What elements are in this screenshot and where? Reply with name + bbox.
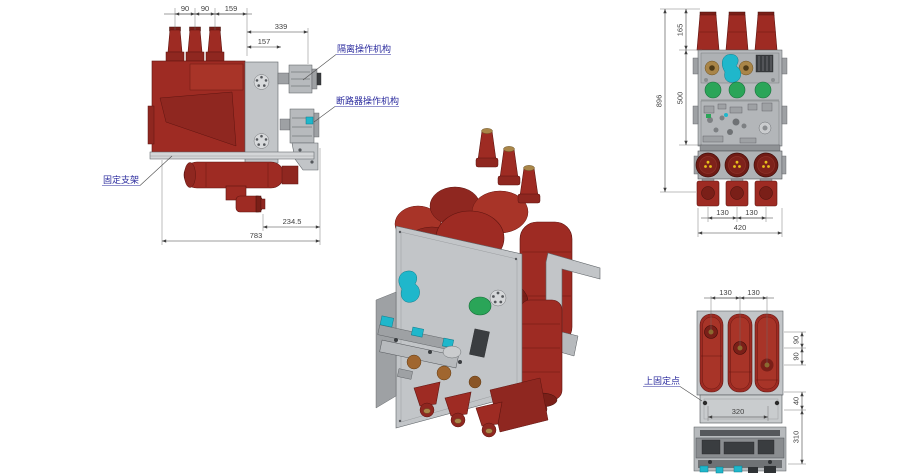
- fixed-bracket-drawing: [149, 151, 315, 160]
- side-dimensions: 90 90 159 339 157 234.5 783: [161, 4, 321, 245]
- iso-bushings: [475, 128, 541, 204]
- top-machine-drawing: [693, 310, 787, 474]
- front-top-section: [700, 52, 780, 84]
- top-mechanism-assembly: [693, 426, 787, 474]
- iso-machine-drawing: [375, 128, 601, 438]
- dim-90-left: 90: [181, 4, 189, 13]
- iso-cyan-lever: [398, 270, 420, 303]
- dim-234-5: 234.5: [283, 217, 302, 226]
- front-bushings: [696, 11, 778, 51]
- tank-top-box: [189, 63, 244, 91]
- dim-500: 500: [676, 92, 685, 105]
- front-view: 896 165 500 130 130 420: [655, 8, 788, 237]
- dim-339: 339: [275, 22, 288, 31]
- dim-130-right: 130: [747, 288, 760, 297]
- dim-130-left: 130: [716, 208, 729, 217]
- pole-flange: [695, 152, 721, 178]
- dim-40: 40: [792, 397, 801, 405]
- dim-165: 165: [676, 24, 685, 37]
- dim-157: 157: [258, 37, 271, 46]
- dim-420: 420: [734, 223, 747, 232]
- dim-90-top: 90: [792, 336, 801, 344]
- side-callouts: 隔离操作机构 断路器操作机构 固定支架: [102, 43, 399, 186]
- side-machine-drawing: [147, 26, 322, 213]
- isolation-mechanism-drawing: [277, 64, 322, 94]
- frame-hub-top: [253, 74, 270, 90]
- iso-base-funnels: [413, 377, 549, 438]
- front-terminal-blocks: [696, 178, 778, 207]
- dim-896: 896: [655, 95, 664, 108]
- top-dimensions: 130 130 90 90 40 310 320: [704, 288, 806, 465]
- iso-view: [375, 128, 601, 438]
- dim-90-bottom: 90: [792, 352, 801, 360]
- front-cyan-lever: [722, 54, 741, 83]
- fixing-screw-left: [702, 400, 708, 406]
- callout-isolation-mechanism: 隔离操作机构: [337, 43, 391, 54]
- front-dimensions: 896 165 500 130 130 420: [655, 8, 783, 237]
- bottom-cylinder-drawing: [183, 161, 299, 213]
- iso-mechanism-block: [375, 291, 482, 409]
- side-view: 90 90 159 339 157 234.5 783 隔离操作机构 断路器操作…: [102, 4, 399, 245]
- callout-breaker-mechanism: 断路器操作机构: [336, 95, 399, 106]
- bushing-icons: [165, 26, 225, 62]
- front-green-contacts: [704, 81, 772, 99]
- dim-130-right: 130: [745, 208, 758, 217]
- pole-flange: [753, 152, 779, 178]
- frame-hub-bottom: [253, 133, 270, 149]
- dim-320: 320: [732, 407, 745, 416]
- dim-130-left: 130: [719, 288, 732, 297]
- top-view: 130 130 90 90 40 310 320 上固定点: [643, 288, 806, 474]
- front-machine-drawing: [692, 11, 788, 207]
- pole-flange: [724, 152, 750, 178]
- iso-green-port: [468, 296, 492, 316]
- dim-90-right: 90: [201, 4, 209, 13]
- front-flange-strip: [693, 150, 787, 180]
- dim-159: 159: [225, 4, 238, 13]
- top-callouts: 上固定点: [643, 375, 703, 402]
- callout-upper-fixing-point: 上固定点: [644, 375, 680, 386]
- breaker-mechanism-drawing: [279, 108, 320, 171]
- fixing-screw-right: [774, 400, 780, 406]
- front-lower-section: [700, 100, 780, 146]
- dim-310: 310: [792, 431, 801, 444]
- callout-fixed-bracket: 固定支架: [103, 174, 139, 185]
- tank-side-step: [147, 105, 155, 145]
- tank-facet: [159, 91, 237, 147]
- dim-783: 783: [250, 231, 263, 240]
